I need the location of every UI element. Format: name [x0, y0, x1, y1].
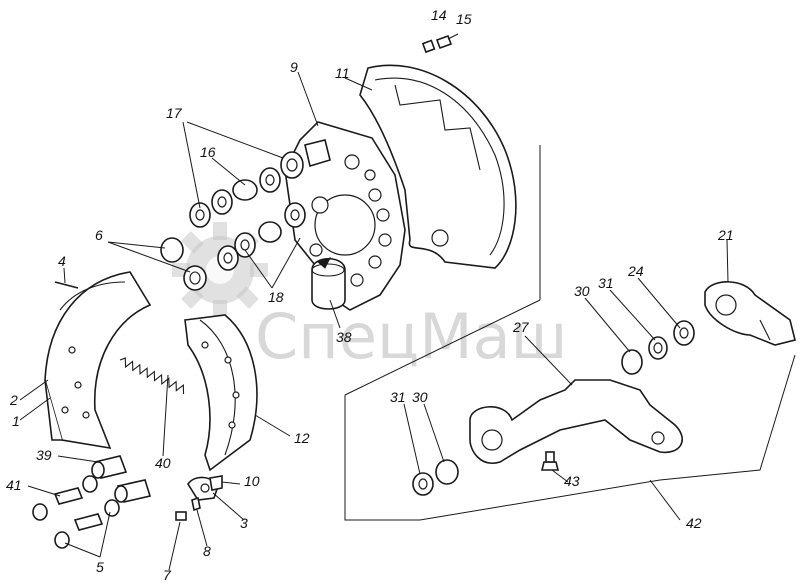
spring-40 — [119, 357, 185, 395]
camshaft-bracket — [469, 379, 683, 464]
callout-17: 17 — [166, 105, 183, 121]
dust-shield — [359, 64, 517, 269]
callout-12: 12 — [294, 430, 310, 446]
watermark-text: СпецМаш — [255, 300, 567, 373]
bolt-14-15 — [421, 33, 459, 54]
callout-30-lower: 30 — [412, 389, 428, 405]
washers-upper — [621, 320, 695, 375]
callout-5: 5 — [96, 559, 104, 575]
callout-27: 27 — [512, 319, 530, 335]
callout-10: 10 — [244, 473, 260, 489]
callout-30-upper: 30 — [574, 283, 590, 299]
callout-24: 24 — [627, 263, 644, 279]
callout-6: 6 — [95, 227, 103, 243]
callout-14: 14 — [431, 7, 447, 23]
callout-43: 43 — [564, 473, 580, 489]
callout-18: 18 — [268, 289, 284, 305]
callout-21: 21 — [717, 227, 734, 243]
slack-adjuster — [704, 281, 796, 346]
callout-8: 8 — [203, 543, 211, 559]
brake-shoe-right — [184, 314, 258, 472]
washers-lower — [412, 459, 459, 496]
grease-nipple — [540, 451, 560, 471]
small-bushings — [32, 455, 152, 549]
callout-42: 42 — [686, 515, 702, 531]
callout-16: 16 — [200, 144, 216, 160]
brake-shoe-left — [44, 271, 152, 450]
bracket-parts — [175, 475, 223, 521]
callout-4: 4 — [58, 253, 66, 269]
callout-40: 40 — [155, 455, 171, 471]
callout-2: 2 — [9, 392, 18, 408]
callout-7: 7 — [163, 567, 172, 583]
callout-31-lower: 31 — [390, 389, 406, 405]
callout-9: 9 — [290, 59, 298, 75]
callout-1: 1 — [12, 413, 20, 429]
callout-numbers: 14 15 9 11 17 16 6 4 18 38 21 24 31 30 2… — [6, 7, 734, 583]
callout-39: 39 — [36, 447, 52, 463]
callout-41: 41 — [6, 477, 22, 493]
pin-4 — [54, 281, 79, 289]
leader-lines — [19, 71, 796, 571]
callout-38: 38 — [336, 329, 352, 345]
callout-11: 11 — [335, 65, 350, 81]
callout-15: 15 — [456, 11, 472, 27]
callout-3: 3 — [240, 515, 248, 531]
callout-31-upper: 31 — [598, 275, 614, 291]
bushing-38 — [311, 257, 346, 310]
washers-bushings — [189, 139, 331, 271]
